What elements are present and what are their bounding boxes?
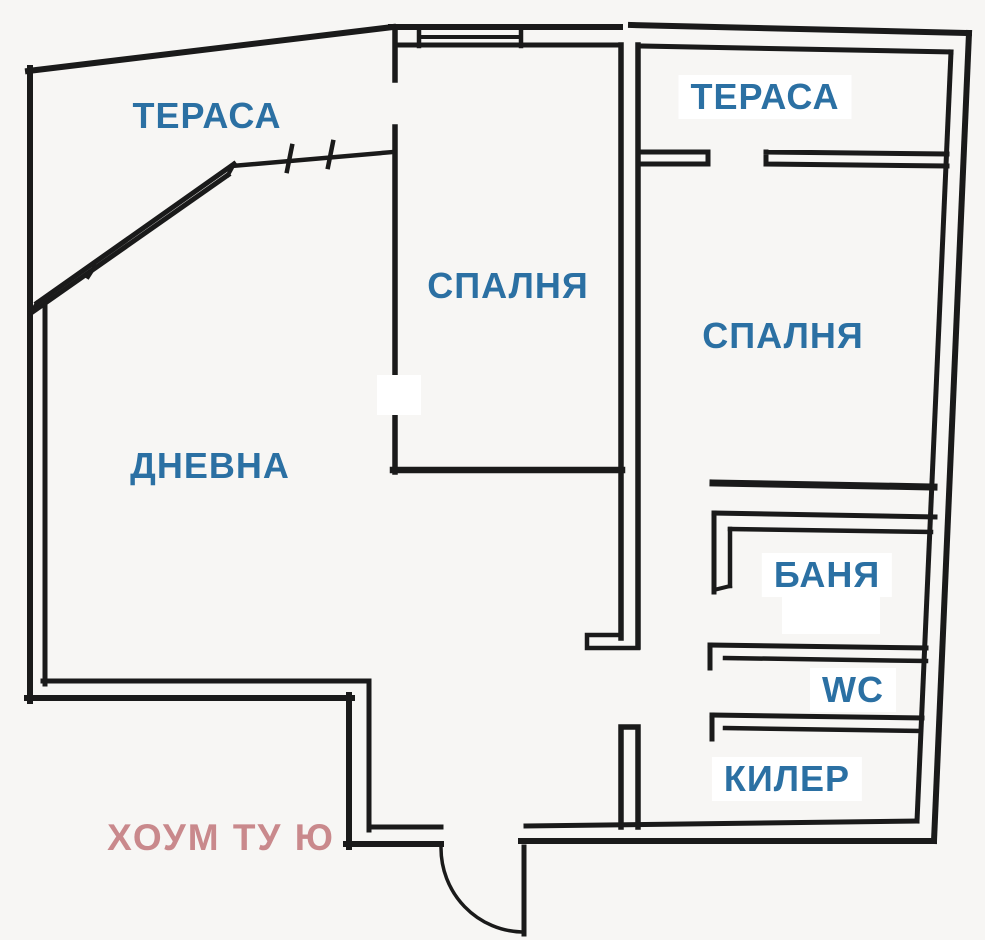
entry-door-arc [439, 846, 524, 934]
erased-patch-below-bath [782, 597, 880, 634]
wall-bath-left-cap [711, 583, 733, 593]
room-label-wc: WC [810, 668, 896, 712]
balustrade-line-a [33, 160, 238, 307]
wall-wc-bottom-inner [722, 725, 923, 734]
wall-bath-top-inner [727, 526, 934, 535]
terrace-left-parapet-line [229, 149, 396, 169]
room-label-terrace-right: ТЕРАСА [678, 75, 852, 119]
wall-bedroom2-bottom [709, 479, 938, 491]
room-label-bathroom: БАНЯ [761, 553, 893, 597]
balustrade-line-b [27, 171, 232, 317]
terrace-right-wall-left-segment [638, 149, 711, 167]
wall-outer-top-left-slope [24, 23, 397, 75]
room-label-living-room: ДНЕВНА [130, 445, 290, 486]
wall-wc-top-inner [722, 655, 929, 664]
room-label-bedroom-2: СПАЛНЯ [702, 315, 864, 356]
wall-inner-top-right [640, 43, 954, 55]
terrace-left-tick-1 [284, 143, 295, 174]
erased-patch-bedroom1-wall [377, 375, 421, 415]
terrace-left-tick-2 [325, 139, 336, 170]
wall-wc-top-outer [707, 642, 929, 651]
wall-inner-right [914, 49, 954, 824]
wall-bath-top-outer [711, 510, 938, 520]
terrace-right-wall-right-segment [763, 149, 950, 169]
wall-central-foot [584, 632, 641, 651]
wall-outer-top-right-slope [627, 21, 973, 37]
room-label-terrace-left: ТЕРАСА [132, 95, 282, 136]
balustrade-joint [85, 263, 98, 280]
wall-wc-bottom-outer [709, 712, 925, 721]
balustrade-cap-top [225, 161, 237, 178]
wall-inner-bottom-right [523, 818, 920, 829]
wall-central-lower [618, 724, 641, 830]
room-label-closet: КИЛЕР [711, 757, 863, 801]
wall-outer-right [930, 29, 973, 845]
room-label-bedroom-1: СПАЛНЯ [427, 265, 589, 306]
watermark-text: ХОУМ ТУ Ю [107, 817, 335, 858]
balustrade-cap-bottom [28, 300, 40, 316]
